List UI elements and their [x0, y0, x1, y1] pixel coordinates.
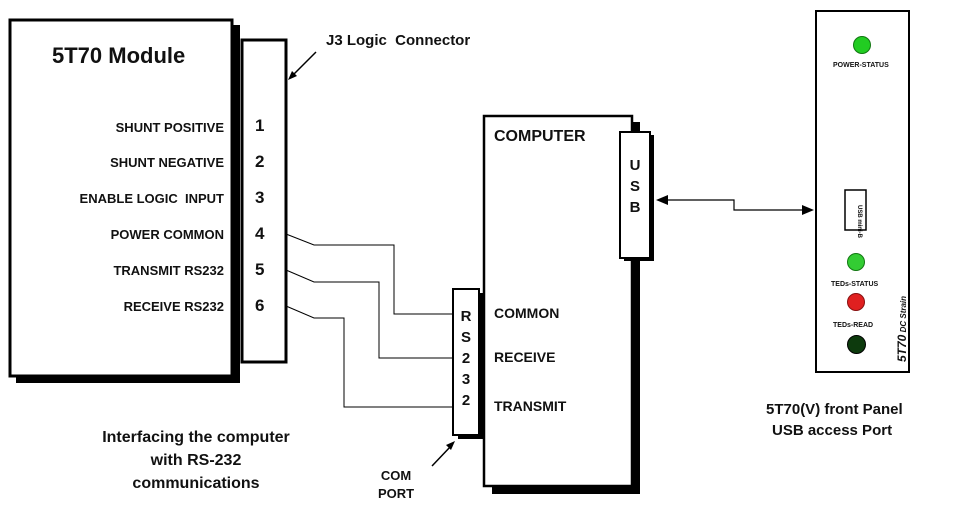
module-title: 5T70 Module: [52, 43, 186, 68]
teds-read-led: [847, 293, 865, 311]
caption-interfacing-line1: Interfacing the computer: [102, 429, 290, 446]
usb-letter-u: U: [629, 157, 641, 174]
caption-interfacing-line3: communications: [132, 475, 260, 492]
j3-pointer-line: [291, 51, 317, 77]
signal-label-transmit-rs232: TRANSMIT RS232: [113, 263, 224, 278]
brand-dc-strain: DC Strain: [899, 295, 908, 335]
j3-connector-strip: [240, 38, 288, 364]
pin-3: 3: [255, 188, 265, 207]
usb-mini-b-label: USB mini-B: [856, 205, 862, 238]
rs232-letter-r: R: [460, 308, 472, 325]
computer-box: [482, 114, 634, 488]
caption-interfacing: Interfacing the computer with RS-232 com…: [46, 426, 346, 495]
usb-cable-arrow-left: [656, 195, 668, 205]
j3-pointer-arrowhead: [288, 71, 297, 80]
rs232-vertical-label: R S 2 3 2: [453, 306, 479, 411]
pin-1: 1: [255, 116, 265, 135]
caption-front-panel-line1: 5T70(V) front Panel: [766, 401, 903, 418]
j3-connector-label: J3 Logic Connector: [326, 32, 471, 49]
port-label-transmit: TRANSMIT: [494, 398, 567, 414]
wire-power-common: [285, 233, 453, 315]
signal-label-power-common: POWER COMMON: [110, 227, 224, 242]
wire-transmit: [285, 269, 453, 359]
wire-receive: [285, 305, 453, 408]
signal-label-enable-logic-input: ENABLE LOGIC INPUT: [79, 191, 224, 206]
computer-title: COMPUTER: [494, 128, 586, 145]
pin-6: 6: [255, 296, 265, 315]
caption-front-panel-line2: USB access Port: [772, 422, 893, 439]
signal-label-shunt-positive: SHUNT POSITIVE: [115, 120, 224, 135]
teds-read-label: TEDs-READ: [833, 322, 874, 329]
teds-status-label: TEDs-STATUS: [831, 281, 879, 288]
com-port-line2: PORT: [377, 486, 415, 501]
power-status-label: POWER-STATUS: [833, 62, 889, 69]
port-label-receive: RECEIVE: [494, 349, 556, 365]
caption-front-panel: 5T70(V) front Panel USB access Port: [766, 399, 903, 441]
usb-letter-b: B: [629, 199, 641, 216]
teds-status-led: [847, 253, 865, 271]
rs232-digit-3: 3: [461, 371, 471, 388]
com-port-label: COM PORT: [376, 467, 416, 503]
com-port-pointer-line: [431, 445, 452, 467]
brand-5t70: 5T70: [895, 334, 909, 362]
teds-indicator-led-dark: [847, 335, 866, 354]
rs232-letter-s: S: [460, 329, 471, 346]
com-port-line1: COM: [380, 468, 412, 483]
usb-strip: [619, 131, 651, 259]
pin-2: 2: [255, 152, 265, 171]
signal-label-shunt-negative: SHUNT NEGATIVE: [110, 155, 224, 170]
usb-vertical-label: U S B: [620, 155, 650, 218]
com-port-pointer-arrowhead: [446, 441, 455, 450]
pin-4: 4: [255, 224, 265, 243]
port-label-common: COMMON: [494, 305, 560, 321]
rs232-digit-2a: 2: [461, 350, 471, 367]
rs232-strip: [452, 288, 480, 436]
caption-interfacing-line2: with RS-232: [150, 452, 242, 469]
front-panel-brand: 5T70 DC Strain: [893, 296, 911, 362]
pin-5: 5: [255, 260, 265, 279]
usb-letter-s: S: [629, 178, 640, 195]
usb-cable: [664, 199, 806, 211]
power-status-led: [853, 36, 871, 54]
rs232-digit-2b: 2: [461, 392, 471, 409]
usb-mini-b-port: [844, 189, 867, 231]
signal-label-receive-rs232: RECEIVE RS232: [123, 299, 224, 314]
module-box: [8, 18, 234, 378]
usb-cable-arrow-right: [802, 205, 814, 215]
